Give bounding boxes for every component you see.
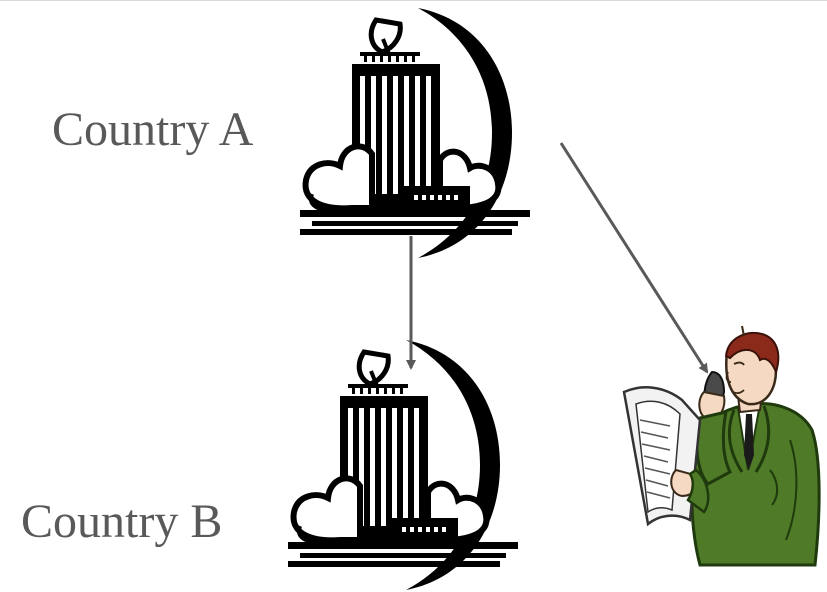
businessman-icon (622, 325, 821, 567)
building-a-icon (300, 8, 530, 258)
arrow-a-to-person (559, 142, 709, 374)
top-divider (0, 0, 827, 1)
country-a-label: Country A (52, 103, 254, 156)
country-b-label: Country B (21, 495, 223, 548)
building-b-icon (288, 340, 518, 590)
